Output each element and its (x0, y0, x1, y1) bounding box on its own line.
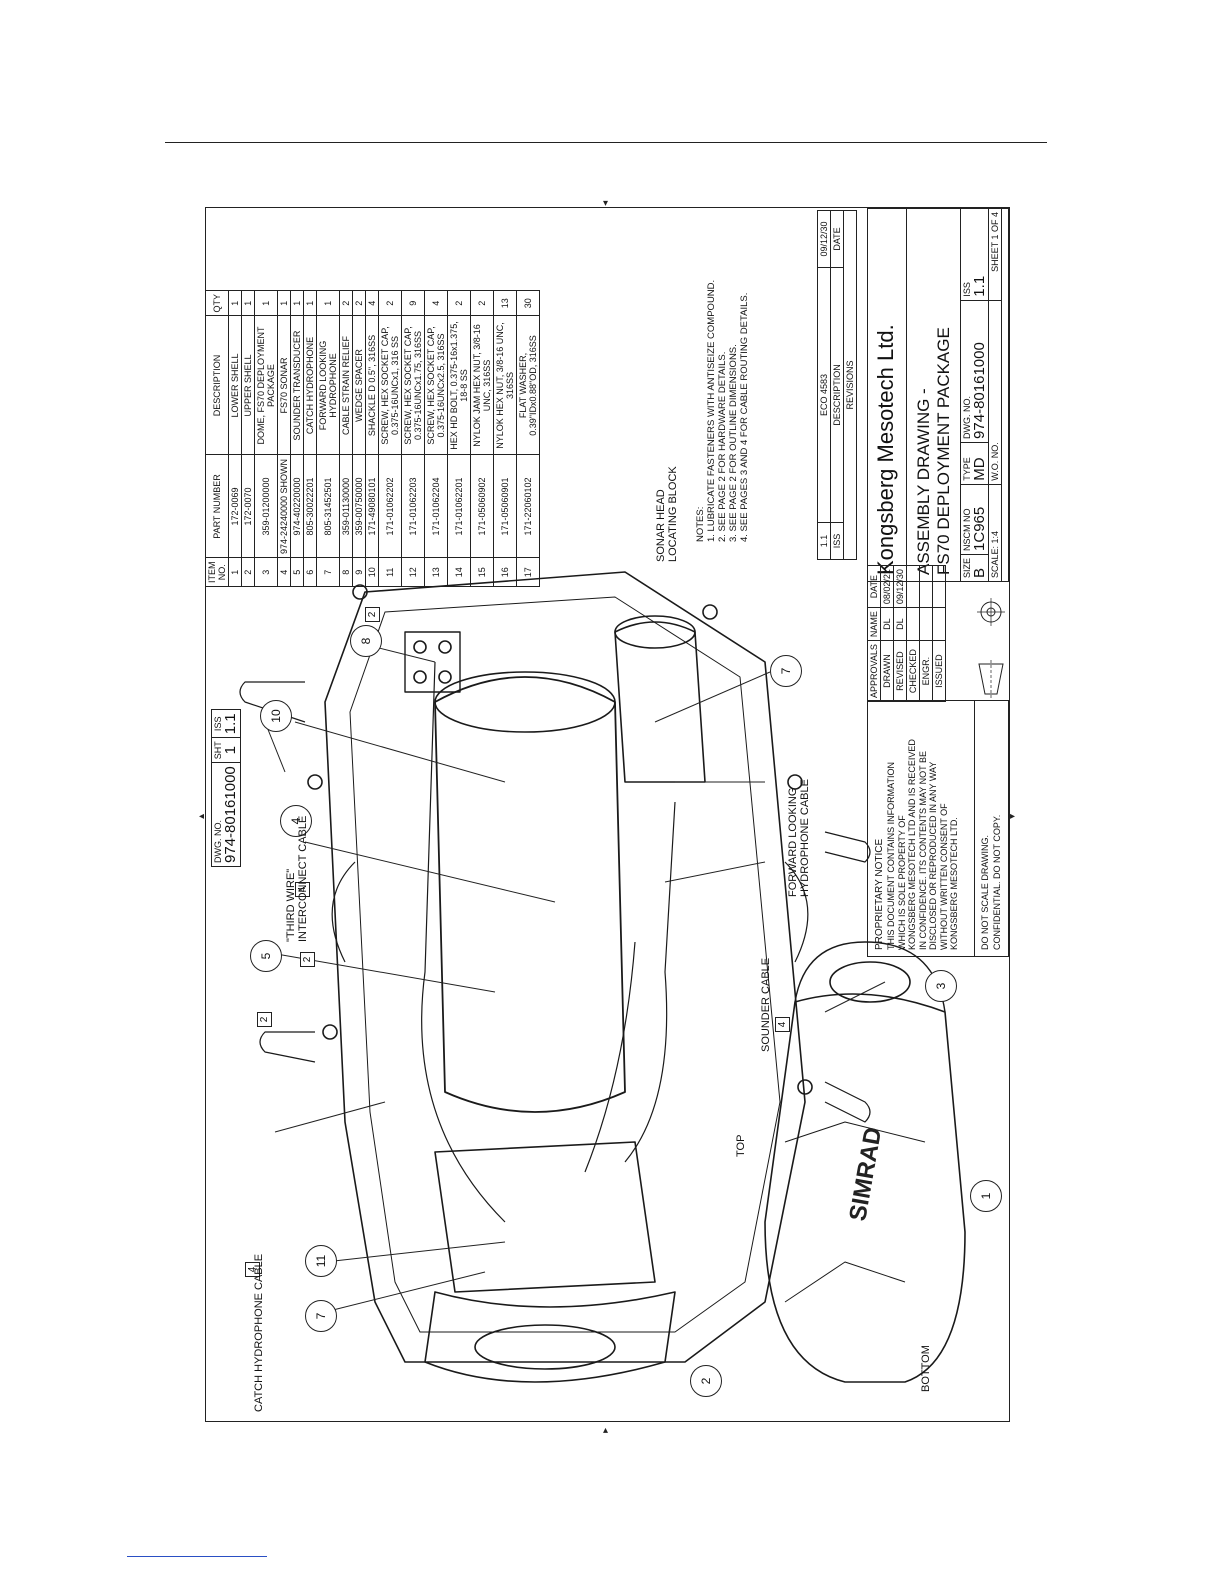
label-catch-hydrophone-cable: CATCH HYDROPHONE CABLE (253, 1253, 265, 1412)
callout-3: 3 (925, 970, 957, 1002)
brand-text: SIMRAD (844, 1125, 887, 1223)
center-mark-right: ▸ (1010, 811, 1016, 822)
note-ref-5: 2 (300, 952, 315, 967)
label-fwd-cable-1: FORWARD LOOKING (787, 787, 799, 897)
footnote-link-underline[interactable] (127, 1556, 267, 1557)
callout-10: 10 (260, 700, 292, 732)
callout-2: 2 (690, 1365, 722, 1397)
center-mark-left: ◂ (199, 811, 205, 822)
assembly-illustration: SIMRAD (239, 571, 966, 1383)
shell-outline (324, 571, 806, 1363)
center-mark-top: ▾ (603, 198, 609, 209)
drawing-sheet-border (205, 207, 1010, 1422)
callout-8: 8 (350, 625, 382, 657)
note-ref-sounder-cable: 4 (775, 1017, 790, 1032)
center-mark-bottom: ▴ (603, 1425, 609, 1436)
projection-symbol (977, 598, 1005, 698)
callout-6: 7 (305, 1300, 337, 1332)
label-sonar-head-2: LOCATING BLOCK (667, 466, 679, 562)
label-sounder-cable: SOUNDER CABLE (760, 957, 772, 1052)
label-top: TOP (735, 1134, 747, 1157)
label-sonar-head-1: SONAR HEAD (655, 489, 667, 562)
callout-1: 1 (970, 1180, 1002, 1212)
note-ref-2: 2 (257, 1012, 272, 1027)
callout-11: 11 (305, 1245, 337, 1277)
note-ref-8: 2 (365, 607, 380, 622)
landscape-drawing: DWG. NO. 974-80161000 SHT 1 ISS 1.1 ITEM… (205, 207, 1010, 1422)
label-bottom: BOTTOM (920, 1345, 932, 1392)
callout-5: 5 (250, 940, 282, 972)
label-third-wire: "THIRD WIRE" (285, 868, 297, 942)
label-fwd-cable-2: HYDROPHONE CABLE (799, 779, 811, 897)
page-header-rule (165, 142, 1047, 143)
callout-7: 7 (770, 655, 802, 687)
label-interconnect-cable: INTERCONNECT CABLE (297, 815, 309, 942)
